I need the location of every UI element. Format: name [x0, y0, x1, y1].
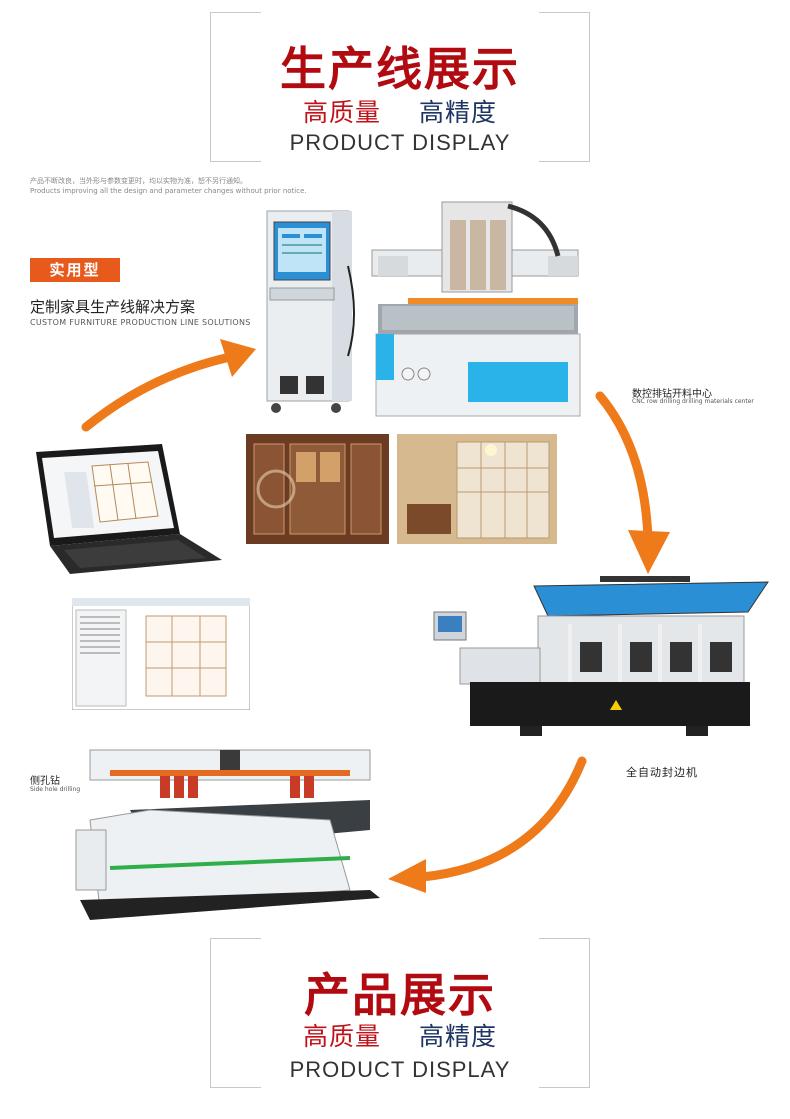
side-drill-label-en: Side hole drilling [30, 786, 81, 793]
side-hole-drilling-machine [75, 749, 380, 920]
bottom-header-subtitle: 高质量 高精度 [211, 1017, 589, 1053]
quality-label: 高质量 [302, 98, 381, 127]
cnc-label-en: CNC row drilling drilling materials cent… [632, 398, 754, 405]
cnc-label-cn: 数控排钻开料中心 [632, 389, 712, 400]
top-header-title: 生产线展示 [280, 42, 520, 96]
bottom-header-title: 产品展示 [304, 968, 496, 1022]
top-header-subtitle: 高质量 高精度 [211, 93, 589, 129]
top-header-frame: 生产线展示 高质量 高精度 PRODUCT DISPLAY [210, 11, 590, 163]
notice: 产品不断改良，当外形与参数变更时，均以实物为准，恕不另行通知。 Products… [30, 176, 307, 196]
arrow-laptop-to-cnc [81, 339, 256, 432]
bottom-header-frame: 产品展示 高质量 高精度 PRODUCT DISPLAY [210, 937, 590, 1089]
edge-bander-label-cn: 全自动封边机 [626, 766, 698, 779]
edge-banding-machine [433, 576, 769, 736]
arrow-cnc-to-edgebander [595, 391, 670, 574]
solution-title-en: CUSTOM FURNITURE PRODUCTION LINE SOLUTIO… [30, 318, 251, 327]
bottom-header-en: PRODUCT DISPLAY [289, 1057, 511, 1082]
solution-title-cn: 定制家具生产线解决方案 [30, 298, 196, 316]
type-badge: 实用型 [30, 258, 120, 282]
top-header-en: PRODUCT DISPLAY [289, 130, 511, 155]
arrow-edgebander-to-sidedrill [388, 756, 587, 893]
cabinet-photo-1 [246, 434, 389, 544]
side-drill-label-cn: 侧孔钻 [30, 776, 60, 787]
quality-label: 高质量 [302, 1022, 381, 1051]
notice-cn: 产品不断改良，当外形与参数变更时，均以实物为准，恕不另行通知。 [30, 177, 247, 185]
notice-en: Products improving all the design and pa… [30, 187, 307, 195]
laptop-design-software [36, 444, 222, 574]
precision-label: 高精度 [419, 98, 498, 127]
cnc-router-machine [371, 201, 581, 417]
software-screenshot [72, 598, 250, 710]
cabinet-photo-2 [397, 434, 557, 544]
cnc-control-cabinet [266, 210, 355, 413]
precision-label: 高精度 [419, 1022, 498, 1051]
